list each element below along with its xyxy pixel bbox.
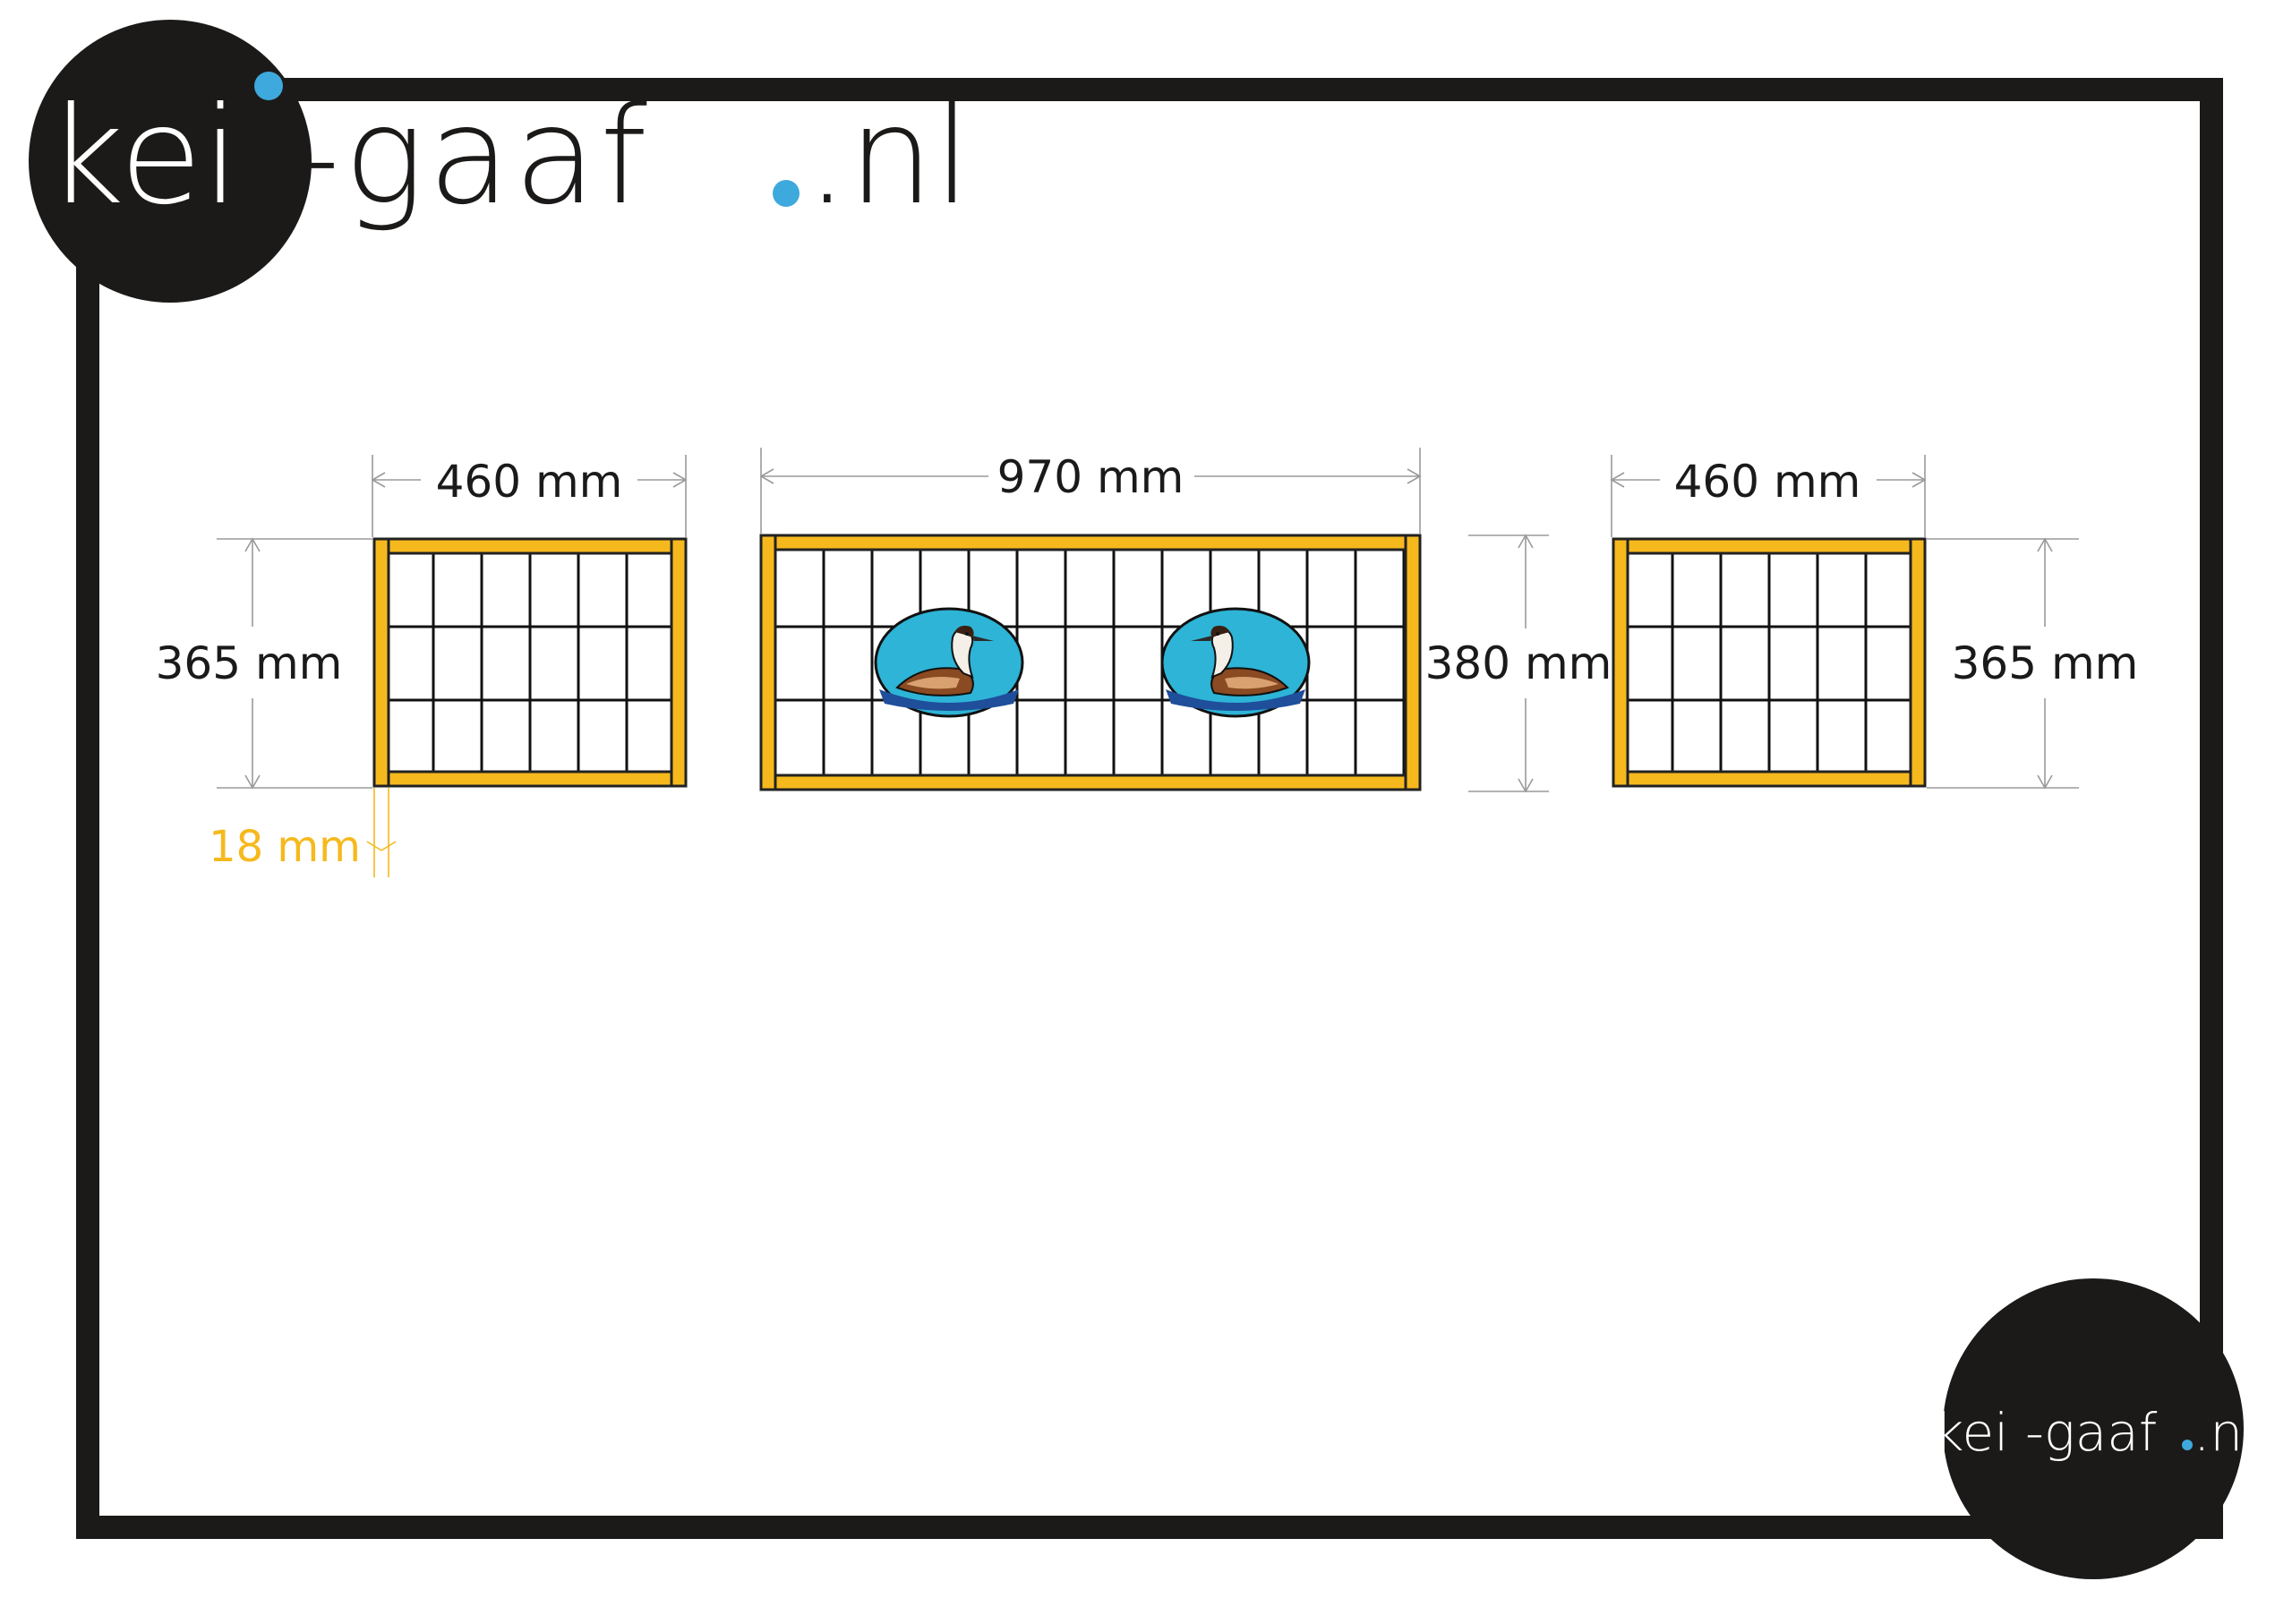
dimension-left-height-label: 365 mm [156, 637, 343, 689]
grebe-bird-icon [1191, 625, 1289, 697]
dimension-center-height: 380 mm [1425, 534, 1612, 793]
dimension-right-height: 365 mm [1927, 537, 2139, 790]
panel-center [759, 534, 1422, 791]
dimension-right-width-label: 460 mm [1674, 456, 1861, 508]
dimension-frame-thickness: 18 mm [209, 788, 397, 877]
logo-top-left: kei -gaaf .nl [29, 20, 971, 303]
logo-small-text-tld: .nl [2194, 1402, 2257, 1463]
logo-text-gaaf: -gaaf [292, 79, 651, 235]
dimension-right-height-label: 365 mm [1952, 637, 2139, 689]
logo-bottom-right: kei -gaaf .nl [1934, 1278, 2257, 1579]
page-border [76, 78, 2223, 1539]
panel-center-grid [761, 535, 1420, 790]
dimension-right-width: 460 mm [1610, 455, 1927, 537]
panel-right-grid [1613, 539, 1925, 786]
logo-text-tld: .nl [806, 79, 971, 235]
logo-text-kei: kei [47, 79, 239, 235]
dimension-center-width: 970 mm [759, 448, 1422, 534]
medallion-2 [1160, 607, 1311, 718]
logo-small-text-kei: kei [1934, 1402, 2008, 1463]
logo-tld-dot-icon [773, 180, 800, 207]
medallion-1 [874, 607, 1024, 718]
dimension-center-width-label: 970 mm [997, 451, 1184, 503]
logo-small-dot-icon [2182, 1440, 2193, 1450]
logo-dot-icon [254, 72, 283, 100]
dimension-left-width-label: 460 mm [436, 456, 623, 508]
dimension-left-height: 365 mm [156, 537, 372, 790]
panel-right [1612, 537, 1927, 788]
panel-left [372, 537, 688, 788]
logo-small-text-gaaf: -gaaf [2025, 1402, 2158, 1463]
dimension-frame-thickness-label: 18 mm [209, 822, 361, 872]
panel-left-grid [374, 539, 686, 786]
grebe-bird-icon [895, 625, 994, 697]
dimension-center-height-label: 380 mm [1425, 637, 1612, 689]
dimension-left-width: 460 mm [371, 455, 688, 537]
